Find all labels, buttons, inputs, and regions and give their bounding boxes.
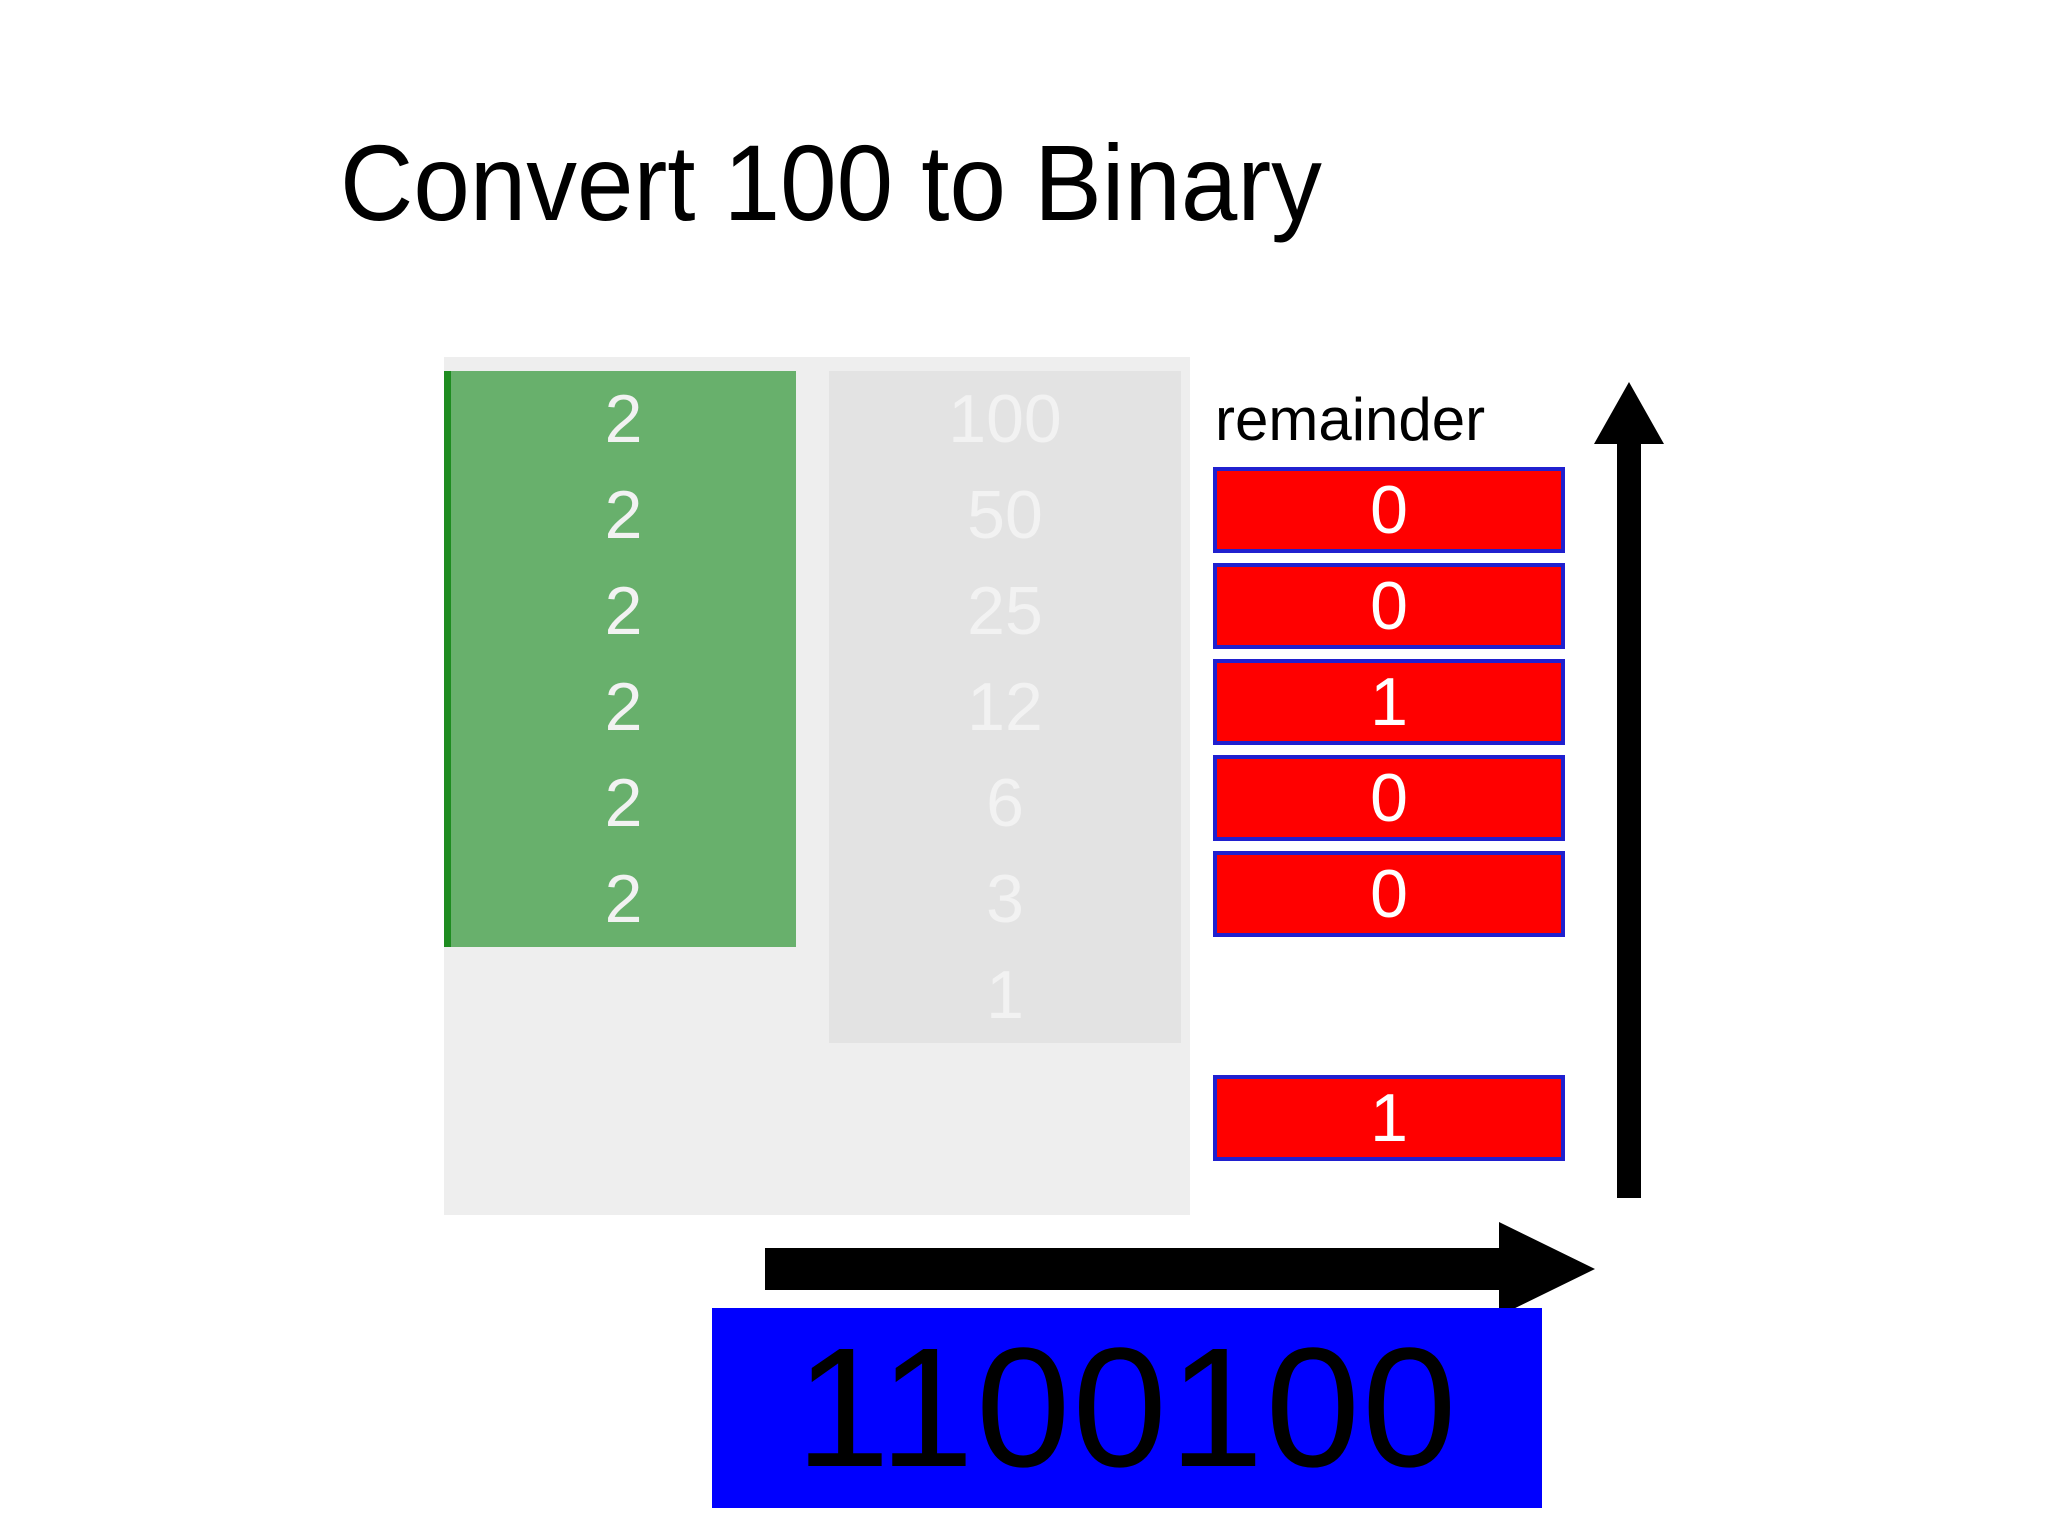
remainder-box: 0	[1213, 851, 1565, 937]
quotient-cell: 50	[829, 467, 1181, 563]
quotient-cell: 12	[829, 659, 1181, 755]
divisor-cell: 2	[444, 467, 796, 563]
division-table-panel: 2 100 2 50 2 25 2 12 2 6 2 3 1	[444, 357, 1190, 1215]
remainder-box: 0	[1213, 563, 1565, 649]
quotient-cell: 6	[829, 755, 1181, 851]
quotient-cell: 100	[829, 371, 1181, 467]
page-title: Convert 100 to Binary	[340, 122, 1322, 243]
divisor-cell: 2	[444, 755, 796, 851]
remainder-box: 0	[1213, 467, 1565, 553]
binary-result-value: 1100100	[795, 1313, 1459, 1503]
divisor-cell	[444, 947, 796, 1043]
divisor-cell: 2	[444, 851, 796, 947]
table-row: 1	[444, 947, 1190, 1043]
divisor-cell: 2	[444, 659, 796, 755]
table-row: 2 25	[444, 563, 1190, 659]
table-row: 2 12	[444, 659, 1190, 755]
quotient-cell: 25	[829, 563, 1181, 659]
quotient-cell: 3	[829, 851, 1181, 947]
table-row: 2 100	[444, 371, 1190, 467]
write-result-rightward-arrow	[765, 1222, 1595, 1316]
divisor-cell: 2	[444, 563, 796, 659]
quotient-cell: 1	[829, 947, 1181, 1043]
remainder-box: 1	[1213, 659, 1565, 745]
table-row: 2 6	[444, 755, 1190, 851]
table-row: 2 50	[444, 467, 1190, 563]
table-row: 2 3	[444, 851, 1190, 947]
binary-result-box: 1100100	[712, 1308, 1542, 1508]
divisor-cell: 2	[444, 371, 796, 467]
remainder-box: 1	[1213, 1075, 1565, 1161]
read-remainders-upward-arrow	[1594, 382, 1664, 1198]
remainder-column-label: remainder	[1215, 386, 1486, 453]
remainder-box: 0	[1213, 755, 1565, 841]
